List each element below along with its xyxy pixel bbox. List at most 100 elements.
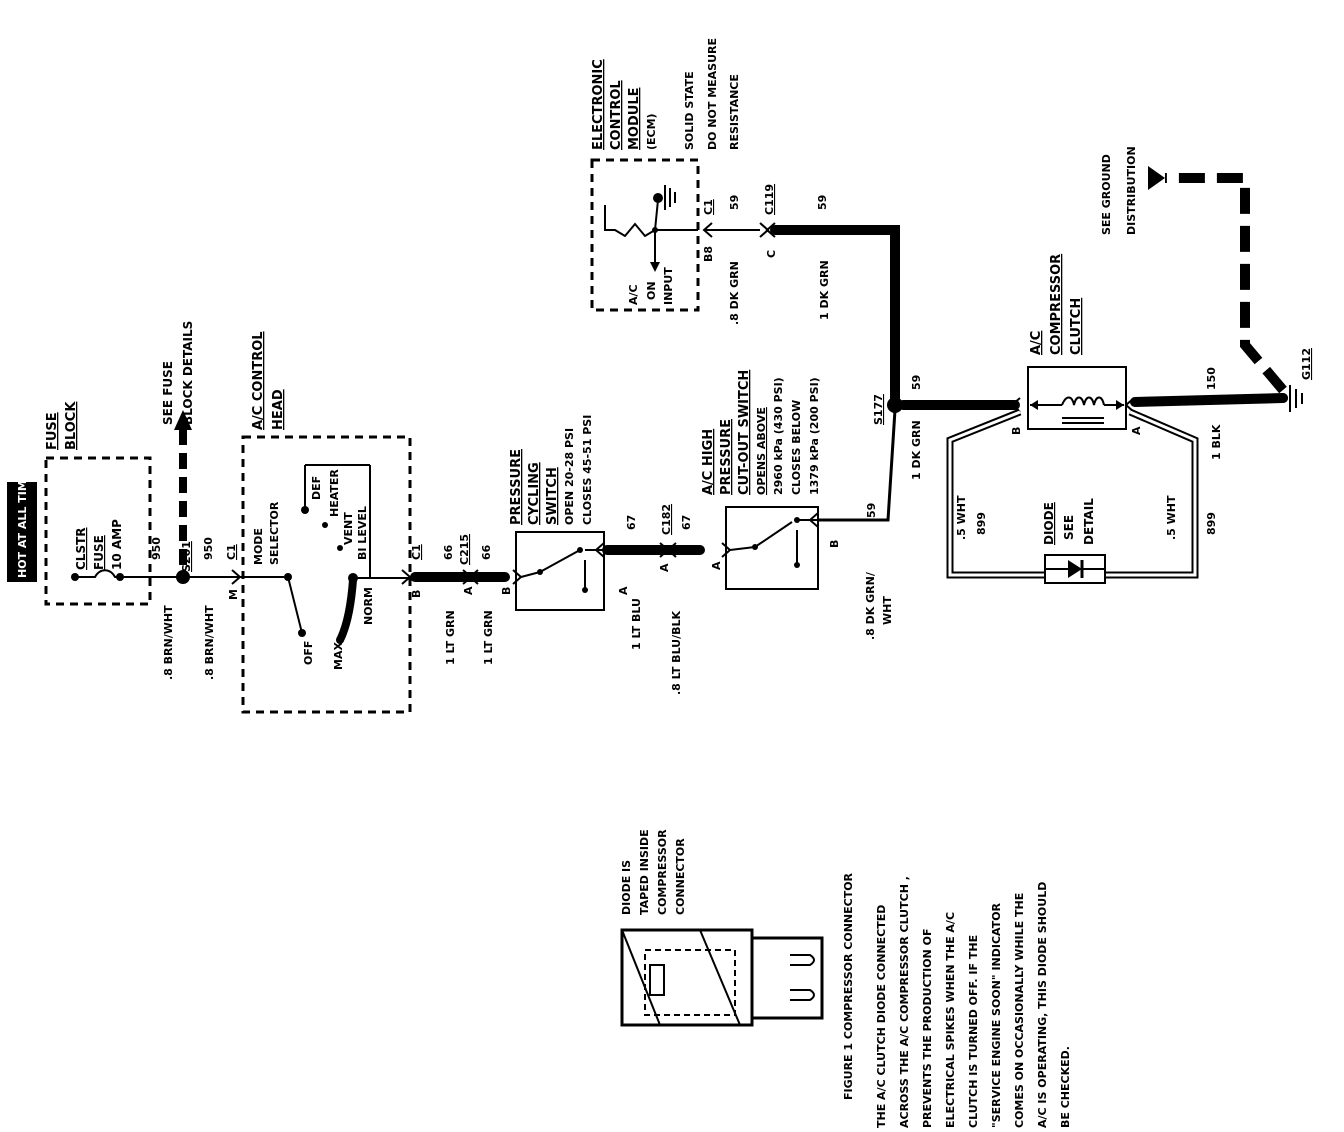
pos-heater: HEATER [328,469,341,517]
splice-s201-label: S201 [180,541,193,572]
connector-c1c: C1 [702,199,715,215]
connector-c1b: C1 [410,544,423,560]
wire-59c-num: 59 [910,375,923,390]
see-fuse-2: BLOCK DETAILS [181,321,195,425]
pos-bilevel: BI LEVEL [356,506,369,560]
pcs-title-1: PRESSURE [509,449,524,525]
connector-c215: C215 [458,534,471,565]
arrow-up-icon [174,410,192,430]
wire-950a-num: 950 [150,537,163,560]
detail-text-9: BE CHECKED. [1059,1046,1072,1128]
wire-59b-num: 59 [816,195,829,210]
wire-899b-num: 899 [1205,512,1218,535]
ground-g112-label: G112 [1300,348,1313,380]
compressor-connector-figure [620,928,824,1027]
clutch-pin-b: B [1010,427,1023,435]
wire-67a-color: 1 LT BLU [630,598,643,650]
hp-spec-4: 1379 kPa (200 PSI) [808,377,821,495]
pcs-title-3: SWITCH [545,467,560,525]
hp-title-1: A/C HIGH [701,429,716,495]
hp-title-2: PRESSURE [719,419,734,495]
control-head-title-2: HEAD [271,389,286,430]
detail-text-2: ACROSS THE A/C COMPRESSOR CLUTCH , [898,876,911,1128]
clutch-title-2: COMPRESSOR [1049,254,1064,355]
detail-note-1: DIODE IS [620,860,633,915]
wire-150-num: 150 [1205,367,1218,390]
power-badge: HOT AT ALL TIMES [7,465,37,582]
wire-66a-color: 1 LT GRN [444,610,457,665]
ecm-input-1: A/C [627,284,640,305]
mode-label-1: MODE [252,528,265,565]
detail-text-3: PREVENTS THE PRODUCTION OF [921,929,934,1128]
fuse-label-2: FUSE [92,535,106,570]
ecm-ground-icon [664,185,676,210]
pos-norm: NORM [362,587,375,625]
ecm-title-4: (ECM) [645,113,658,150]
pos-off: OFF [302,641,315,665]
compressor-clutch: A/C COMPRESSOR CLUTCH [1027,254,1127,430]
connector-c215-pin-a: A [462,586,475,595]
connector-c182-pin-b: A [710,561,723,570]
wire-950b-num: 950 [202,537,215,560]
detail-note-2: TAPED INSIDE [638,829,651,915]
ground-distribution-wire [1165,173,1287,394]
wire-950b-color: .8 BRN/WHT [203,605,216,680]
ecm-note-3: RESISTANCE [728,74,741,150]
wire-150-color: 1 BLK [1210,424,1223,460]
pcs-title-2: CYCLING [527,462,542,525]
connector-c1c-pin: B8 [702,246,715,262]
wire-67a-num: 67 [625,515,638,530]
detail-text-6: "SERVICE ENGINE SOON" INDICATOR [990,902,1003,1128]
detail-text-7: COMES ON OCCASIONALLY WHILE THE [1013,893,1026,1128]
wire-59d-color-2: WHT [881,596,894,625]
wire-950a-color: .8 BRN/WHT [162,605,175,680]
arrow-down-icon [650,262,660,272]
fuse-block: FUSE BLOCK CLSTR FUSE 10 AMP [44,401,152,606]
hp-pin-b: B [828,540,841,548]
wire-59d-num: 59 [865,503,878,518]
splice-s177-label: S177 [872,394,885,425]
g112-ground-icon [1289,385,1303,412]
wire-66a-num: 66 [442,544,455,560]
wire-899a-color: .5 WHT [955,495,968,540]
wire-67b-color: .8 LT BLU/BLK [670,610,683,695]
wire-59c-color: 1 DK GRN [910,420,923,480]
wire-59b-color: 1 DK GRN [818,260,831,320]
connector-c1b-pin: B [410,590,423,598]
ecm-input-3: INPUT [662,267,675,305]
wire-66b-num: 66 [480,544,493,560]
detail-text-4: ELECTRICAL SPIKES WHEN THE A/C [944,912,957,1128]
ecm-input-2: ON [645,281,658,300]
ecm-title-3: MODULE [627,88,642,151]
pcs-spec-2: CLOSES 45-51 PSI [581,415,594,525]
switch-pin-a: A [617,586,630,595]
connector-c215-pin-b: B [500,587,513,595]
detail-caption: FIGURE 1 COMPRESSOR CONNECTOR [842,872,855,1100]
detail-note-4: CONNECTOR [674,838,687,915]
pos-def: DEF [310,476,323,500]
ecm-title-2: CONTROL [609,80,624,150]
splice-s201 [176,570,190,584]
wire-899a-num: 899 [975,512,988,535]
wire-59a-color: .8 DK GRN [728,261,741,325]
ground-see-1: SEE GROUND [1100,154,1113,235]
wire-59a-num: 59 [728,195,741,210]
clutch-title-3: CLUTCH [1069,298,1084,355]
diode-label-2: SEE [1062,515,1076,540]
connector-c182-pin-a: A [658,563,671,572]
connector-c119: C119 [763,184,776,215]
fuse-block-title-1: FUSE [45,412,60,450]
hp-spec-2: 2960 kPa (430 PSI) [772,377,785,495]
diode-label-3: DETAIL [1082,498,1096,545]
hp-spec-1: OPENS ABOVE [755,407,768,495]
high-pressure-switch: A/C HIGH PRESSURE CUT-OUT SWITCH OPENS A… [701,370,821,590]
ecm-title-1: ELECTRONIC [591,59,606,150]
power-badge-label: HOT AT ALL TIMES [16,465,29,578]
hp-spec-3: CLOSES BELOW [790,400,803,495]
wire-66b-color: 1 LT GRN [482,610,495,665]
mode-label-2: SELECTOR [268,501,281,565]
pos-vent: VENT [342,512,355,545]
detail-text-5: CLUTCH IS TURNED OFF. IF THE [967,935,980,1128]
diode-loop [946,408,1199,584]
